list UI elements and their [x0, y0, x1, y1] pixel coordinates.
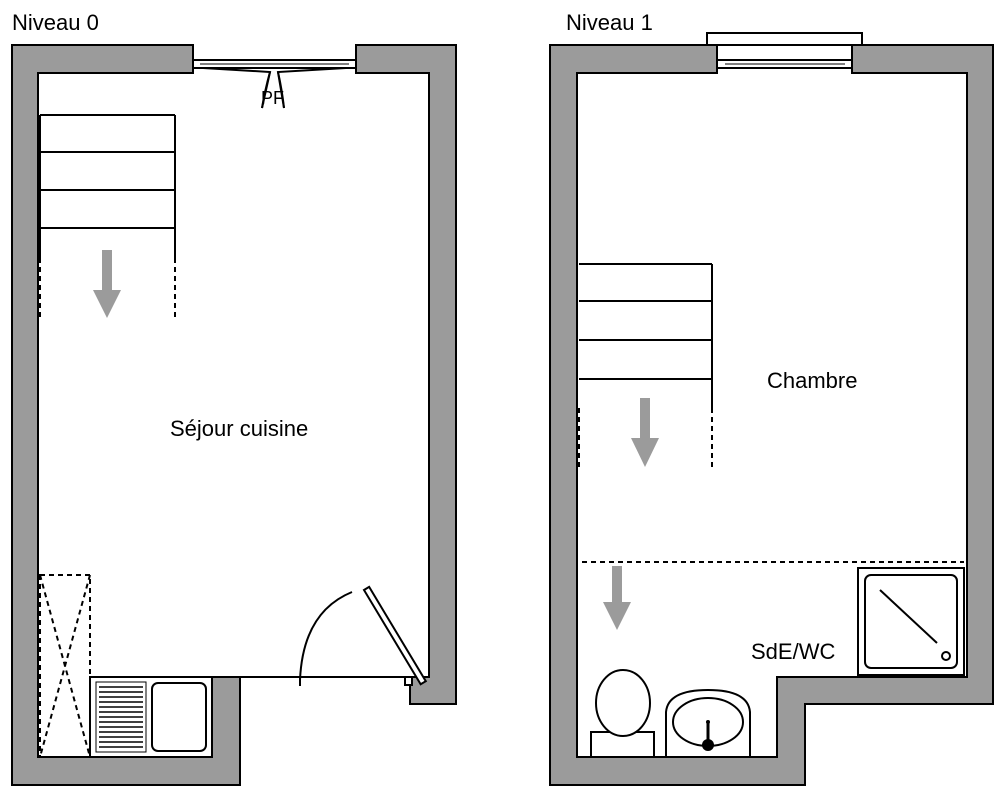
stair-arrow-icon	[93, 250, 121, 318]
room-label-chambre: Chambre	[767, 368, 857, 393]
level-1-title: Niveau 1	[566, 10, 653, 35]
level-1-walls	[549, 44, 994, 786]
window-level-1	[706, 32, 863, 69]
level-0-title: Niveau 0	[12, 10, 99, 35]
plan-level-1: Niveau 1 Chambre SdE/WC	[549, 10, 994, 786]
step-down-arrow-icon	[603, 566, 631, 630]
stair-arrow-icon	[631, 398, 659, 467]
room-label-sejour: Séjour cuisine	[170, 416, 308, 441]
french-window: PF	[192, 59, 357, 109]
window-label: PF	[261, 88, 284, 108]
room-label-sde-wc: SdE/WC	[751, 639, 835, 664]
staircase-level-0	[39, 114, 176, 318]
kitchen-sink	[89, 676, 213, 758]
toilet	[590, 669, 655, 758]
level-0-walls	[11, 44, 457, 786]
washbasin	[665, 688, 751, 758]
shower	[857, 567, 965, 676]
plan-level-0: Niveau 0 PF Séjour cuisine	[11, 10, 457, 786]
cabinet	[39, 574, 91, 758]
staircase-level-1	[578, 263, 713, 468]
entrance-door	[299, 585, 428, 686]
